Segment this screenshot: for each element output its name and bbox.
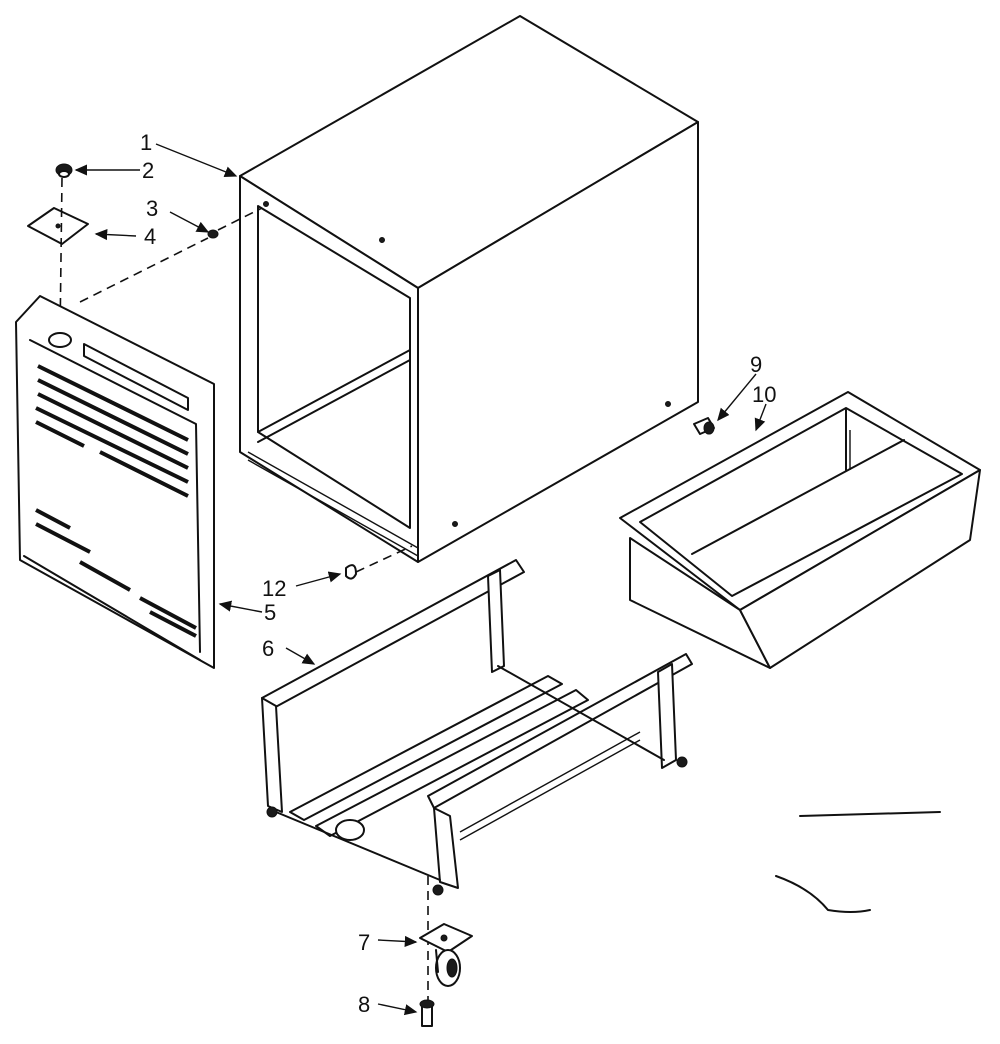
knob-part — [55, 163, 73, 178]
alignment-lines — [59, 177, 429, 1020]
callout-7: 7 — [358, 930, 370, 955]
callout-labels: 1 2 3 4 5 6 7 8 9 10 12 — [140, 130, 776, 1017]
callout-9: 9 — [750, 352, 762, 377]
base-frame — [261, 559, 693, 896]
drip-pan — [619, 391, 981, 669]
screw-part-9 — [693, 417, 715, 435]
stray-marks — [775, 811, 941, 913]
front-panel — [15, 295, 215, 669]
panel-vents — [35, 364, 197, 638]
caster-part-7 — [419, 923, 473, 987]
callout-3: 3 — [146, 196, 158, 221]
callout-6: 6 — [262, 636, 274, 661]
fastener-part-3 — [207, 229, 219, 239]
callout-5: 5 — [264, 600, 276, 625]
leader-lines — [74, 143, 767, 1016]
callout-10: 10 — [752, 382, 776, 407]
plate-part — [27, 207, 89, 245]
callout-8: 8 — [358, 992, 370, 1017]
callout-2: 2 — [142, 158, 154, 183]
callout-4: 4 — [144, 224, 156, 249]
clip-part-12 — [345, 564, 357, 580]
bolt-part-8 — [419, 999, 435, 1027]
cabinet-box — [239, 15, 699, 563]
callout-12: 12 — [262, 576, 286, 601]
callout-1: 1 — [140, 130, 152, 155]
